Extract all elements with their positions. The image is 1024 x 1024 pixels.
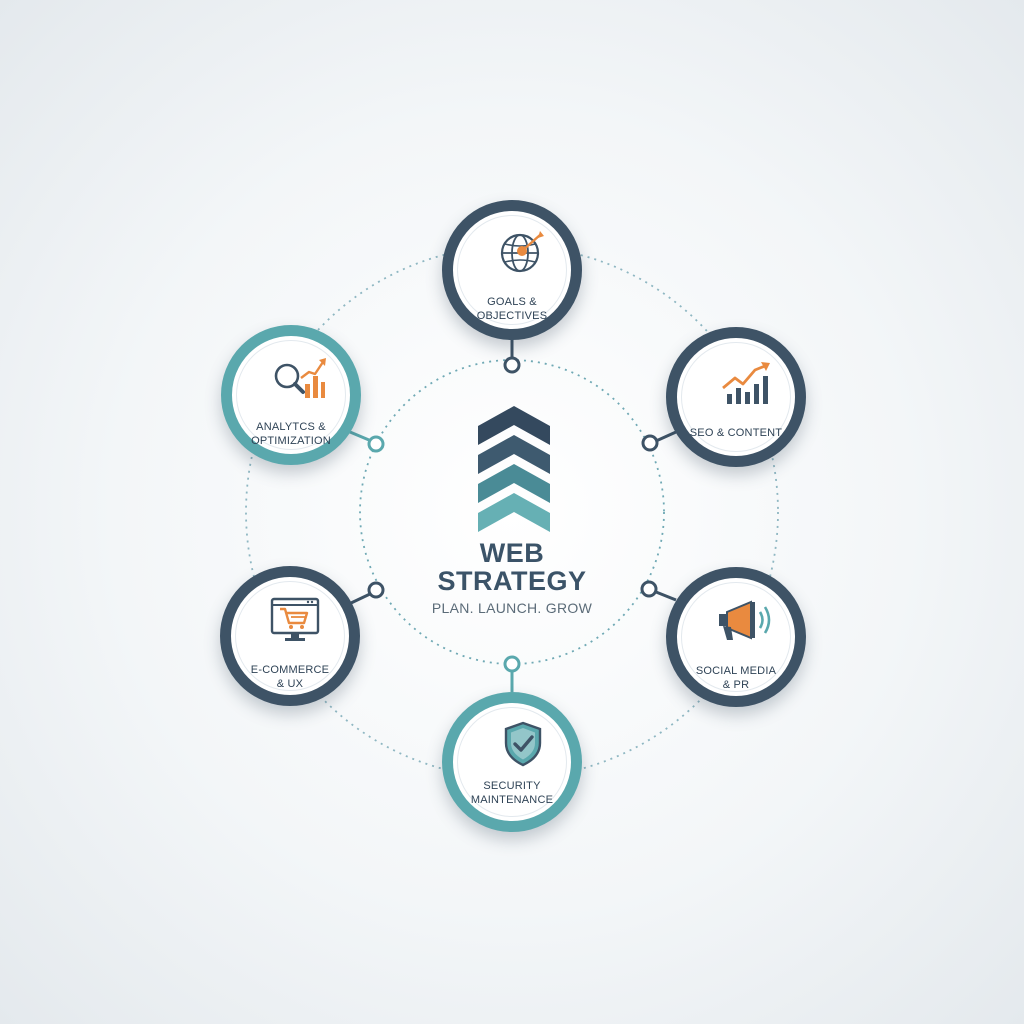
node-label-line-1: SECURITY [483,780,541,792]
connectors [349,334,677,692]
outer-orbit [245,245,779,779]
node-label-line-2: OBJECTIVES [476,310,548,322]
connector-left-upper [349,430,370,442]
connector-left-lower [350,592,371,605]
node-label-line-1: E-COMMERCE [250,664,330,676]
connector-dot-bottom [503,655,521,673]
node-label-line-1: ANALYTCS & [256,421,326,433]
megaphone-icon [719,600,771,640]
connector-dot-left-lower [367,581,385,599]
node-label-line-2: OPTIMIZATION [251,435,331,447]
shield-check-icon [504,721,542,767]
node-label-line-1: SOCIAL MEDIA [695,665,777,677]
node-social-media-pr[interactable]: SOCIAL MEDIA & PR [666,567,806,707]
magnifier-chart-icon [274,358,326,398]
growth-chart-icon [722,362,770,404]
node-label-line-2: MAINTENANCE [470,794,554,806]
title-line-1: WEB [479,538,545,568]
node-label-line-2: & PR [722,679,750,691]
node-label-line-1: SEO & CONTENT [689,427,783,439]
node-ecommerce-ux[interactable]: E-COMMERCE & UX [220,566,360,706]
node-security-maintenance[interactable]: SECURITY MAINTENANCE [442,692,582,832]
shopping-cart-icon [270,597,320,641]
tagline: PLAN. LAUNCH. GROW [431,600,593,616]
node-analytics-optimization[interactable]: ANALYTCS & OPTIMIZATION [221,325,361,465]
chevron-logo-icon [478,406,550,532]
connector-dot-left-upper [367,435,385,453]
node-goals-objectives[interactable]: GOALS & OBJECTIVES [442,200,582,340]
node-face [236,340,346,450]
connector-dot-top [503,356,521,374]
title-line-2: STRATEGY [437,566,587,596]
connector-dot-right-upper [641,434,659,452]
connector-dot-right-lower [640,580,658,598]
node-label-line-2: & UX [276,678,304,690]
node-face [681,582,791,692]
connector-right-upper [655,430,677,443]
node-label-line-1: GOALS & [487,296,537,308]
node-face [457,707,567,817]
node-seo-content[interactable]: SEO & CONTENT [666,327,806,467]
connector-right-lower [655,590,677,602]
globe-target-icon [500,231,544,273]
